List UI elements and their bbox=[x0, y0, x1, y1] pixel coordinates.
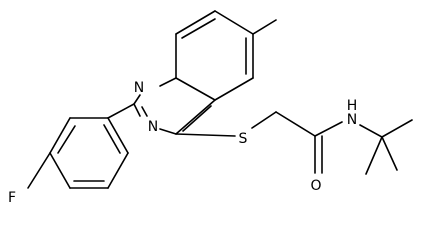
atom-label-nitrogen: N bbox=[347, 112, 357, 128]
atom-label-sulfur: S bbox=[239, 131, 248, 147]
atom-label-n-top: N bbox=[134, 80, 144, 96]
atom-label-n-bottom: N bbox=[148, 119, 158, 135]
pyrimidine-ring bbox=[133, 77, 216, 135]
benzo-ring bbox=[175, 10, 277, 101]
tert-butyl-group bbox=[365, 119, 413, 175]
fluorophenyl-ring bbox=[27, 103, 135, 189]
atom-label-oxygen: O bbox=[310, 178, 321, 194]
chemical-structure: N N S N H O F bbox=[8, 10, 413, 206]
side-chain bbox=[175, 111, 383, 174]
atom-label-fluorine: F bbox=[8, 190, 16, 206]
atom-label-hydrogen: H bbox=[347, 98, 358, 114]
